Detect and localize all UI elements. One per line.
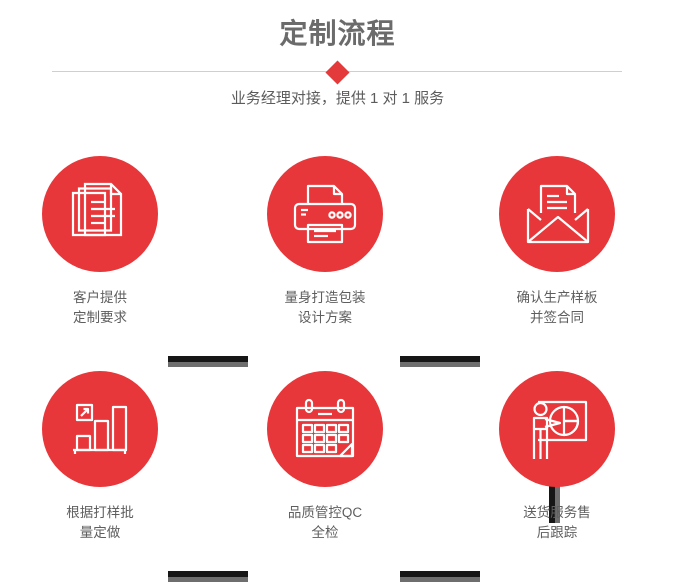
connector-horizontal-4 [400,571,480,582]
connector-bar-light [555,485,560,523]
connector-horizontal-1 [168,356,248,367]
connector-bar-dark [400,356,480,362]
step-item-2[interactable]: 量身打造包装 设计方案 [250,156,400,328]
step-label-6: 送货服务售 后跟踪 [523,505,591,540]
bar-chart-growth-icon [73,403,128,454]
connector-bar-dark [168,356,248,362]
diamond-icon [324,59,350,85]
divider [52,59,622,85]
documents-stack-icon [71,182,123,237]
header: 定制流程 业务经理对接，提供 1 对 1 服务 [0,0,675,125]
step-label-5: 品质管控QC 全检 [287,505,363,540]
connector-bar-light [400,577,480,582]
step-icon-circle-5 [267,371,383,487]
presenter-pie-chart-icon [532,400,588,459]
page-subtitle: 业务经理对接，提供 1 对 1 服务 [230,90,445,107]
connector-vertical [549,485,560,523]
step-icon-circle-2 [267,156,383,272]
step-label-2: 量身打造包装 设计方案 [284,290,366,325]
connector-bar-dark [549,485,555,523]
step-label-3: 确认生产样板 并签合同 [516,290,598,325]
step-icon-circle-3 [499,156,615,272]
process-steps: 客户提供 定制要求 量身打造包装 设计方案 [0,150,675,582]
step-item-5[interactable]: 品质管控QC 全检 [250,371,400,543]
calendar-icon [295,398,355,458]
step-label-4: 根据打样批 量定做 [66,505,134,540]
printer-icon [293,184,357,244]
connector-horizontal-2 [400,356,480,367]
step-item-6[interactable]: 送货服务售 后跟踪 [482,371,632,543]
connector-bar-light [168,577,248,582]
step-item-1[interactable]: 客户提供 定制要求 [25,156,175,328]
step-icon-circle-6 [499,371,615,487]
connector-bar-light [168,362,248,367]
step-icon-circle-1 [42,156,158,272]
connector-horizontal-3 [168,571,248,582]
step-item-4[interactable]: 根据打样批 量定做 [25,371,175,543]
page-title: 定制流程 [279,18,396,49]
step-label-1: 客户提供 定制要求 [73,290,127,325]
envelope-document-icon [526,184,590,244]
step-icon-circle-4 [42,371,158,487]
connector-bar-light [400,362,480,367]
step-item-3[interactable]: 确认生产样板 并签合同 [482,156,632,328]
